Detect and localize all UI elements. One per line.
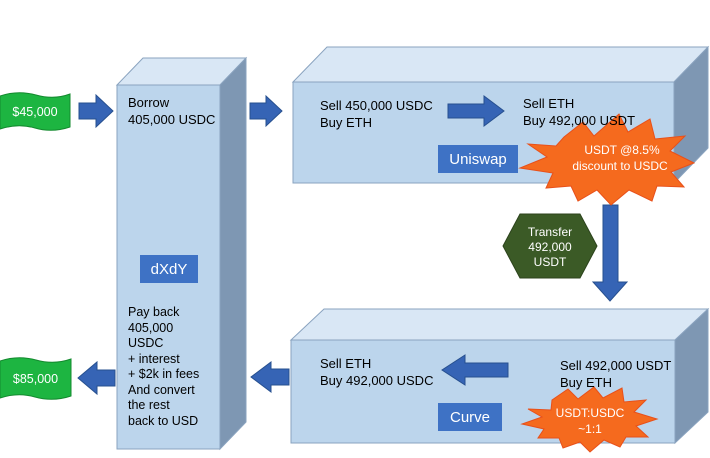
uniswap-tag: Uniswap (438, 145, 518, 173)
curve-box-top (289, 308, 710, 341)
dxdy-payback-line-1: Pay back (128, 305, 180, 319)
curve-burst-line2: ~1:1 (578, 422, 602, 436)
curve-burst-line1: USDT:USDC (555, 406, 625, 420)
uniswap-burst-line2: discount to USDC (572, 159, 668, 173)
transfer-hexagon (502, 213, 598, 279)
arrow-curve-to-dxdy (250, 361, 290, 393)
curve-left-line1: Sell ETH (320, 356, 372, 371)
arrow-uniswap-to-curve (591, 204, 629, 302)
transfer-line3: USDT (533, 255, 567, 269)
arrow-dxdy-to-money-out (77, 360, 116, 396)
dxdy-box-side (219, 56, 247, 451)
curve-right-line1: Sell 492,000 USDT (560, 358, 672, 373)
money-in-note (0, 92, 71, 131)
uniswap-burst (518, 113, 696, 206)
uniswap-left-line2: Buy ETH (320, 115, 373, 130)
arrow-money-to-dxdy (78, 93, 114, 129)
uniswap-right-line1: Sell ETH (523, 96, 575, 111)
arrow-curve-inner (441, 354, 509, 386)
uniswap-left-line1: Sell 450,000 USDC (320, 98, 433, 113)
uniswap-right-line2: Buy 492,000 USDT (523, 113, 636, 128)
dxdy-payback-line-4: + interest (128, 351, 180, 366)
curve-tag: Curve (438, 403, 502, 431)
arrow-uniswap-inner (447, 95, 505, 127)
dxdy-borrow-line1: Borrow (128, 95, 170, 110)
curve-left-line2: Buy 492,000 USDC (320, 373, 434, 388)
money-out-note (0, 357, 72, 400)
arrow-dxdy-to-uniswap (249, 94, 283, 128)
money-in-label: $45,000 (12, 105, 58, 119)
dxdy-borrow-line2: 405,000 USDC (128, 112, 216, 127)
dxdy-payback-line-2: 405,000 (128, 320, 174, 335)
curve-right-line2: Buy ETH (560, 375, 613, 390)
money-out-label: $85,000 (12, 372, 59, 386)
transfer-line2: 492,000 (528, 240, 572, 254)
dxdy-tag: dXdY (140, 255, 198, 283)
uniswap-box-top (291, 46, 710, 83)
dxdy-payback-line-8: back to USD (128, 413, 199, 428)
dxdy-payback-line-6: And convert (128, 382, 195, 397)
uniswap-burst-line1: USDT @8.5% (584, 143, 660, 157)
transfer-line1: Transfer (527, 225, 573, 239)
dxdy-payback-line-5: + $2k in fees (128, 367, 200, 381)
dxdy-payback-line-3: USDC (128, 336, 164, 350)
dxdy-payback-line-7: the rest (128, 398, 170, 412)
curve-burst (520, 386, 659, 453)
